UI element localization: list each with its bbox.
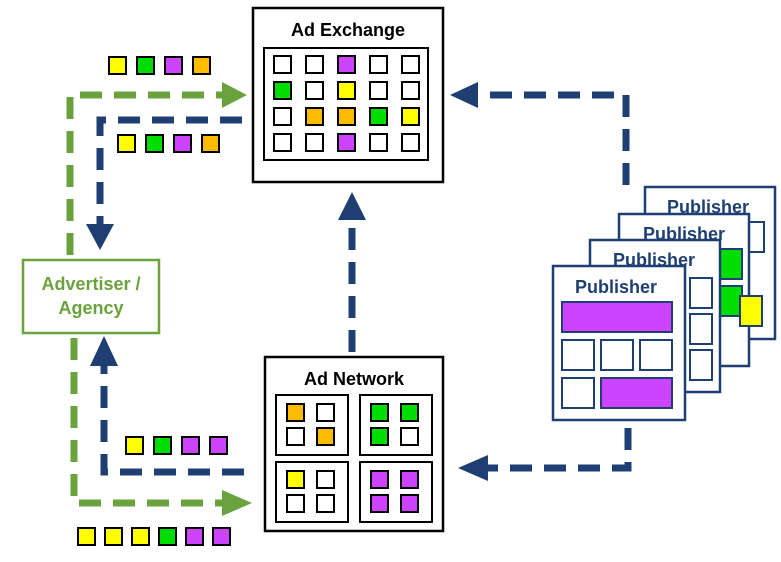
- ad-token: [117, 134, 136, 153]
- ad-token: [145, 134, 164, 153]
- publisher-card-1: Publisher: [551, 264, 687, 422]
- publisher-label-1: Publisher: [575, 277, 657, 297]
- exchange-ad-cell: [273, 107, 292, 126]
- ad-exchange-title: Ad Exchange: [291, 20, 405, 40]
- exchange-ad-cell: [305, 55, 324, 74]
- exchange-ad-cell: [305, 107, 324, 126]
- exchange-ad-cell: [337, 133, 356, 152]
- network-ad-cell: [286, 403, 305, 422]
- ad-token: [158, 527, 177, 546]
- exchange-ad-cell: [369, 107, 388, 126]
- ad-token: [131, 527, 150, 546]
- exchange-ad-cell: [273, 81, 292, 100]
- publisher-ad-slot: [717, 285, 743, 317]
- exchange-ad-cell: [337, 107, 356, 126]
- network-ad-cell: [400, 494, 419, 513]
- ad-token: [136, 56, 155, 75]
- arrow-advertiser-to-exchange: [66, 91, 228, 255]
- arrows: [66, 82, 632, 516]
- network-ad-cell: [370, 403, 389, 422]
- network-ad-cell: [316, 470, 335, 489]
- ad-exchange-box: Ad Exchange: [251, 6, 445, 184]
- publisher-ad-slot: [717, 248, 743, 280]
- advertiser-label-line1: Advertiser /: [41, 274, 140, 294]
- ad-token: [185, 527, 204, 546]
- arrowhead-navy-left-bottom: [458, 455, 488, 481]
- publisher-content-cell: [561, 339, 595, 371]
- ad-token: [153, 436, 172, 455]
- exchange-ad-cell: [273, 55, 292, 74]
- arrowhead-navy-down: [86, 224, 114, 250]
- advertiser-label-line2: Agency: [58, 298, 123, 318]
- ad-token: [164, 56, 183, 75]
- network-ad-cell: [370, 427, 389, 446]
- ad-token: [212, 527, 231, 546]
- network-ad-cell: [286, 427, 305, 446]
- ad-network-title: Ad Network: [304, 369, 405, 389]
- network-ad-cell: [370, 494, 389, 513]
- publisher-label-4: Publisher: [667, 197, 749, 217]
- network-ad-cell: [370, 470, 389, 489]
- exchange-ad-cell: [337, 81, 356, 100]
- network-ad-cell: [316, 494, 335, 513]
- token-row-network-to-advertiser: [125, 436, 228, 455]
- network-ad-cell: [400, 427, 419, 446]
- exchange-ad-cell: [273, 133, 292, 152]
- publisher-content-grid: [561, 339, 673, 409]
- exchange-ad-cell: [401, 107, 420, 126]
- token-row-exchange-to-advertiser: [117, 134, 220, 153]
- exchange-ad-cell: [401, 55, 420, 74]
- network-ad-cell: [400, 403, 419, 422]
- arrowhead-navy-left-top: [450, 82, 478, 108]
- arrow-publisher-to-network: [484, 428, 632, 472]
- ad-token: [173, 134, 192, 153]
- ad-token: [201, 134, 220, 153]
- publisher-content-cell: [561, 377, 595, 409]
- network-ad-cell: [286, 470, 305, 489]
- advertiser-agency-box: Advertiser / Agency: [21, 258, 161, 335]
- exchange-ad-cell: [401, 81, 420, 100]
- arrow-network-to-advertiser: [100, 360, 244, 476]
- ad-network-box: Ad Network: [263, 355, 445, 533]
- arrow-publisher-to-exchange: [474, 91, 630, 185]
- ad-token: [209, 436, 228, 455]
- publisher-content-cell: [600, 377, 673, 409]
- token-row-advertiser-to-network: [77, 527, 231, 546]
- ad-token: [125, 436, 144, 455]
- exchange-ad-cell: [369, 55, 388, 74]
- ad-token: [104, 527, 123, 546]
- network-ad-cell: [400, 470, 419, 489]
- exchange-ad-cell: [401, 133, 420, 152]
- arrowhead-green-top: [222, 82, 247, 108]
- arrowhead-navy-up-left: [90, 336, 118, 366]
- ad-network-grid: [275, 394, 433, 523]
- token-row-advertiser-to-exchange: [108, 56, 211, 75]
- network-ad-cell: [316, 427, 335, 446]
- publisher-content-cell: [639, 339, 673, 371]
- publisher-ad-slot: [739, 295, 763, 327]
- exchange-ad-cell: [337, 55, 356, 74]
- publisher-content-cell: [600, 339, 634, 371]
- ad-token: [108, 56, 127, 75]
- arrow-advertiser-to-network: [70, 338, 226, 507]
- network-ad-cell: [286, 494, 305, 513]
- ad-token: [192, 56, 211, 75]
- exchange-ad-cell: [305, 81, 324, 100]
- ad-token: [77, 527, 96, 546]
- arrowhead-navy-up: [338, 192, 366, 220]
- exchange-ad-cell: [369, 133, 388, 152]
- ad-exchange-grid: [273, 55, 420, 152]
- network-ad-cell: [316, 403, 335, 422]
- publisher-stack: Publisher Publisher Publisher Publisher: [551, 185, 777, 422]
- arrowhead-green-bottom: [222, 490, 252, 516]
- publisher-banner-slot: [561, 301, 673, 333]
- exchange-ad-cell: [369, 81, 388, 100]
- ad-token: [181, 436, 200, 455]
- exchange-ad-cell: [305, 133, 324, 152]
- arrow-exchange-to-advertiser: [96, 116, 242, 228]
